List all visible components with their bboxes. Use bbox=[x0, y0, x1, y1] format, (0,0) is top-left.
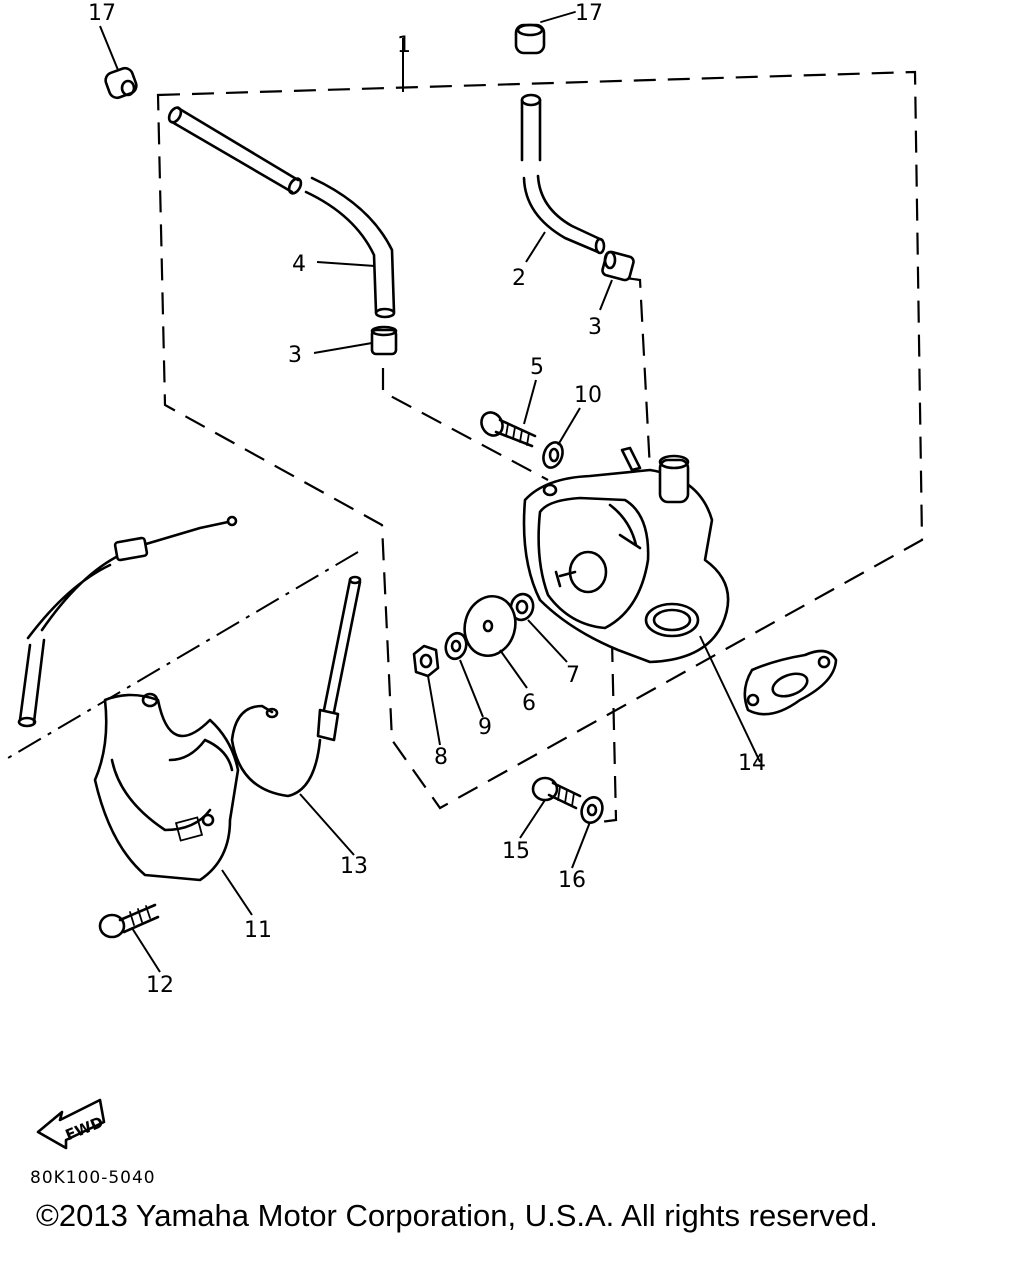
fwd-arrow-icon: FWD bbox=[36, 1098, 106, 1150]
callout-16: 16 bbox=[558, 868, 586, 893]
hose-4 bbox=[167, 106, 396, 319]
callout-15: 15 bbox=[502, 839, 530, 864]
oil-pump bbox=[522, 446, 730, 664]
cable-13 bbox=[230, 575, 362, 798]
callout-3-left: 3 bbox=[288, 343, 302, 368]
callout-17-left: 17 bbox=[88, 1, 116, 26]
cover-11 bbox=[93, 692, 240, 882]
callout-5: 5 bbox=[530, 355, 544, 380]
callout-1: 1 bbox=[397, 33, 411, 58]
callout-13: 13 bbox=[340, 854, 368, 879]
cap-17-right bbox=[514, 11, 576, 55]
washer-7 bbox=[509, 592, 535, 622]
clamp-3-right bbox=[601, 250, 635, 282]
bolt-12 bbox=[98, 903, 160, 939]
hose-connector-line-left bbox=[381, 368, 549, 481]
pump-cable bbox=[17, 515, 238, 728]
washer-16 bbox=[580, 796, 604, 824]
hose-connector-line-right bbox=[625, 276, 652, 471]
cap-17-left bbox=[104, 66, 138, 100]
callout-17-right: 17 bbox=[575, 1, 603, 26]
bolt-5 bbox=[480, 411, 537, 448]
callout-10: 10 bbox=[574, 383, 602, 408]
washer-6 bbox=[463, 595, 517, 657]
gasket-14 bbox=[743, 649, 838, 716]
callout-6: 6 bbox=[522, 691, 536, 716]
callout-8: 8 bbox=[434, 745, 448, 770]
copyright-notice: ©2013 Yamaha Motor Corporation, U.S.A. A… bbox=[36, 1198, 878, 1233]
callout-4: 4 bbox=[292, 252, 306, 277]
diagram-code: 80K100-5040 bbox=[30, 1168, 156, 1188]
section-line bbox=[7, 551, 359, 759]
clamp-3-left bbox=[370, 325, 398, 356]
callout-9: 9 bbox=[478, 715, 492, 740]
nut-8 bbox=[412, 644, 440, 678]
bolt-15 bbox=[531, 776, 582, 810]
leader-lines bbox=[99, 25, 761, 973]
callout-7: 7 bbox=[566, 663, 580, 688]
bolt-line bbox=[599, 639, 618, 824]
hose-2 bbox=[520, 93, 606, 255]
washer-10 bbox=[542, 441, 564, 469]
assembly-boundary bbox=[156, 70, 924, 810]
callout-2: 2 bbox=[512, 266, 526, 291]
callout-14: 14 bbox=[738, 751, 766, 776]
callout-12: 12 bbox=[146, 973, 174, 998]
callout-11: 11 bbox=[244, 918, 272, 943]
washer-9 bbox=[444, 631, 468, 661]
callout-3-right: 3 bbox=[588, 315, 602, 340]
